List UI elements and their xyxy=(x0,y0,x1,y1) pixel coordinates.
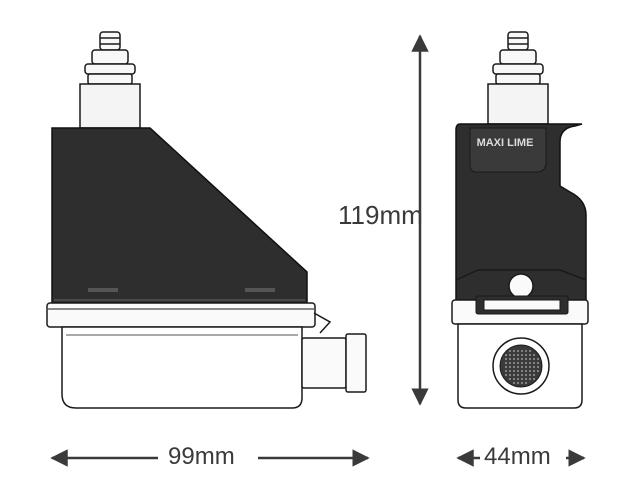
grill-dot xyxy=(532,377,536,381)
grill-dot xyxy=(520,369,524,373)
grill-dot xyxy=(524,353,528,357)
grill-dot xyxy=(528,353,532,357)
grill-dot xyxy=(512,377,516,381)
side-inlet-pipe xyxy=(301,333,367,393)
grill-dot xyxy=(524,369,528,373)
grill-dot xyxy=(512,357,516,361)
grill-dot xyxy=(528,377,532,381)
grill-dot xyxy=(508,365,512,369)
grill-dot xyxy=(520,381,524,385)
grill-dot xyxy=(508,361,512,365)
grill-dot xyxy=(520,357,524,361)
grill-dot xyxy=(504,373,508,377)
grill-dot xyxy=(532,365,536,369)
grill-dot xyxy=(524,373,528,377)
side-view xyxy=(46,31,367,409)
grill-dot xyxy=(520,373,524,377)
grill-dot xyxy=(512,349,516,353)
grill-dot xyxy=(536,361,540,365)
grill-dot xyxy=(504,365,508,369)
grill-dot xyxy=(524,361,528,365)
grill-dot xyxy=(508,369,512,373)
grill-dot xyxy=(528,373,532,377)
grill-dot xyxy=(528,361,532,365)
grill-dot xyxy=(504,361,508,365)
height-dimension-label: 119mm xyxy=(338,200,423,230)
grill-dot xyxy=(516,365,520,369)
grill-dot xyxy=(508,353,512,357)
grill-dot xyxy=(528,357,532,361)
grill-dot xyxy=(532,353,536,357)
grill-dot xyxy=(504,357,508,361)
grill-dot xyxy=(512,353,516,357)
logo-text: MAXI LIME xyxy=(477,137,534,149)
grill-dot xyxy=(532,373,536,377)
grill-dot xyxy=(528,369,532,373)
grill-dot xyxy=(504,353,508,357)
grill-dot xyxy=(508,357,512,361)
grill-dot xyxy=(528,349,532,353)
grill-dot xyxy=(508,349,512,353)
grill-dot xyxy=(508,373,512,377)
logo-panel xyxy=(469,127,547,173)
grill-dot xyxy=(512,369,516,373)
grill-dot xyxy=(516,349,520,353)
grill-dot xyxy=(536,369,540,373)
grill-dot xyxy=(516,361,520,365)
grill-dot xyxy=(504,369,508,373)
grill-dot xyxy=(536,365,540,369)
grill-dot xyxy=(516,373,520,377)
grill-dot xyxy=(532,361,536,365)
grill-dot xyxy=(524,377,528,381)
grill-dot xyxy=(508,377,512,381)
side-reservoir xyxy=(61,326,303,409)
grill-dot xyxy=(516,353,520,357)
grill-dot xyxy=(516,369,520,373)
front-view: MAXI LIME xyxy=(451,31,589,409)
grill-dot xyxy=(528,365,532,369)
grill-dot xyxy=(520,353,524,357)
grill-dot xyxy=(512,373,516,377)
grill-dot xyxy=(520,377,524,381)
grill-dot xyxy=(536,357,540,361)
grill-dot xyxy=(512,361,516,365)
grill-dot xyxy=(520,349,524,353)
grill-dot xyxy=(520,361,524,365)
side-body-dark xyxy=(51,127,308,304)
width-dimension-label: 99mm xyxy=(168,443,235,470)
front-nozzle xyxy=(487,31,549,125)
grill-dot xyxy=(524,349,528,353)
side-nozzle xyxy=(79,31,141,129)
grill-dot xyxy=(512,381,516,385)
grill-dot xyxy=(524,365,528,369)
grill-dot xyxy=(516,357,520,361)
grill-dot xyxy=(520,365,524,369)
grill-dot xyxy=(512,365,516,369)
grill-dot xyxy=(524,357,528,361)
front-knob xyxy=(508,273,534,299)
depth-dimension-label: 44mm xyxy=(484,443,551,470)
grill-dot xyxy=(532,357,536,361)
inlet-grill-icon xyxy=(492,337,550,395)
grill-dot xyxy=(516,377,520,381)
grill-dot xyxy=(524,381,528,385)
grill-dot xyxy=(532,369,536,373)
grill-dot xyxy=(516,381,520,385)
side-lid xyxy=(46,302,316,328)
